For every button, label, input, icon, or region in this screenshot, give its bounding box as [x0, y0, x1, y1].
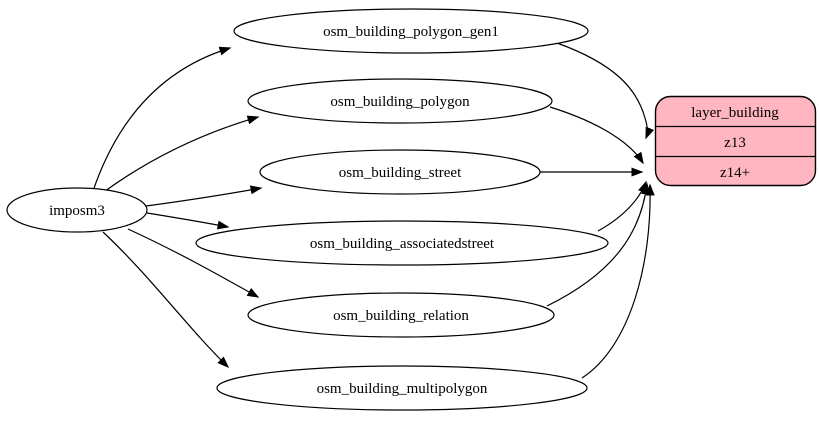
node-osm-building-associatedstreet: osm_building_associatedstreet [195, 220, 609, 266]
imposm3-ellipse [6, 187, 148, 233]
street-label: osm_building_street [339, 165, 462, 181]
edge-imposm3-to-polygon [100, 115, 260, 195]
associatedstreet-label: osm_building_associatedstreet [310, 236, 495, 252]
polygon-ellipse [247, 78, 553, 124]
node-osm-building-multipolygon: osm_building_multipolygon [216, 365, 588, 411]
imposm3-label: imposm3 [49, 203, 105, 219]
polygon-gen1-label: osm_building_polygon_gen1 [323, 24, 499, 40]
layer-building-box [654, 95, 817, 187]
edge-polygon-to-z14 [549, 106, 644, 165]
edge-multipolygon-to-z14 [581, 183, 655, 379]
node-layer-building: layer_building z13 z14+ [654, 95, 817, 187]
layer-building-row-z13: z13 [724, 135, 746, 151]
associatedstreet-ellipse [195, 220, 609, 266]
street-ellipse [259, 149, 541, 195]
multipolygon-ellipse [216, 365, 588, 411]
edge-imposm3-to-multipolygon [102, 231, 230, 369]
layer-building-title: layer_building [691, 105, 779, 121]
polygon-gen1-ellipse [233, 8, 589, 54]
edge-associatedstreet-to-z14 [597, 180, 647, 232]
polygon-label: osm_building_polygon [330, 94, 470, 110]
edge-imposm3-to-street [145, 185, 263, 207]
relation-label: osm_building_relation [333, 308, 469, 324]
node-osm-building-polygon: osm_building_polygon [247, 78, 553, 124]
node-osm-building-polygon-gen1: osm_building_polygon_gen1 [233, 8, 589, 54]
edge-relation-to-z14 [546, 182, 651, 307]
node-imposm3: imposm3 [6, 187, 148, 233]
layer-building-row-z14: z14+ [720, 165, 750, 181]
node-osm-building-relation: osm_building_relation [247, 292, 555, 338]
multipolygon-label: osm_building_multipolygon [317, 381, 488, 397]
edge-polygon-gen1-to-z13 [556, 42, 655, 140]
edge-imposm3-to-relation [127, 228, 260, 298]
edge-imposm3-to-associatedstreet [146, 212, 230, 230]
edge-imposm3-to-polygon-gen1 [92, 46, 232, 192]
node-osm-building-street: osm_building_street [259, 149, 541, 195]
relation-ellipse [247, 292, 555, 338]
